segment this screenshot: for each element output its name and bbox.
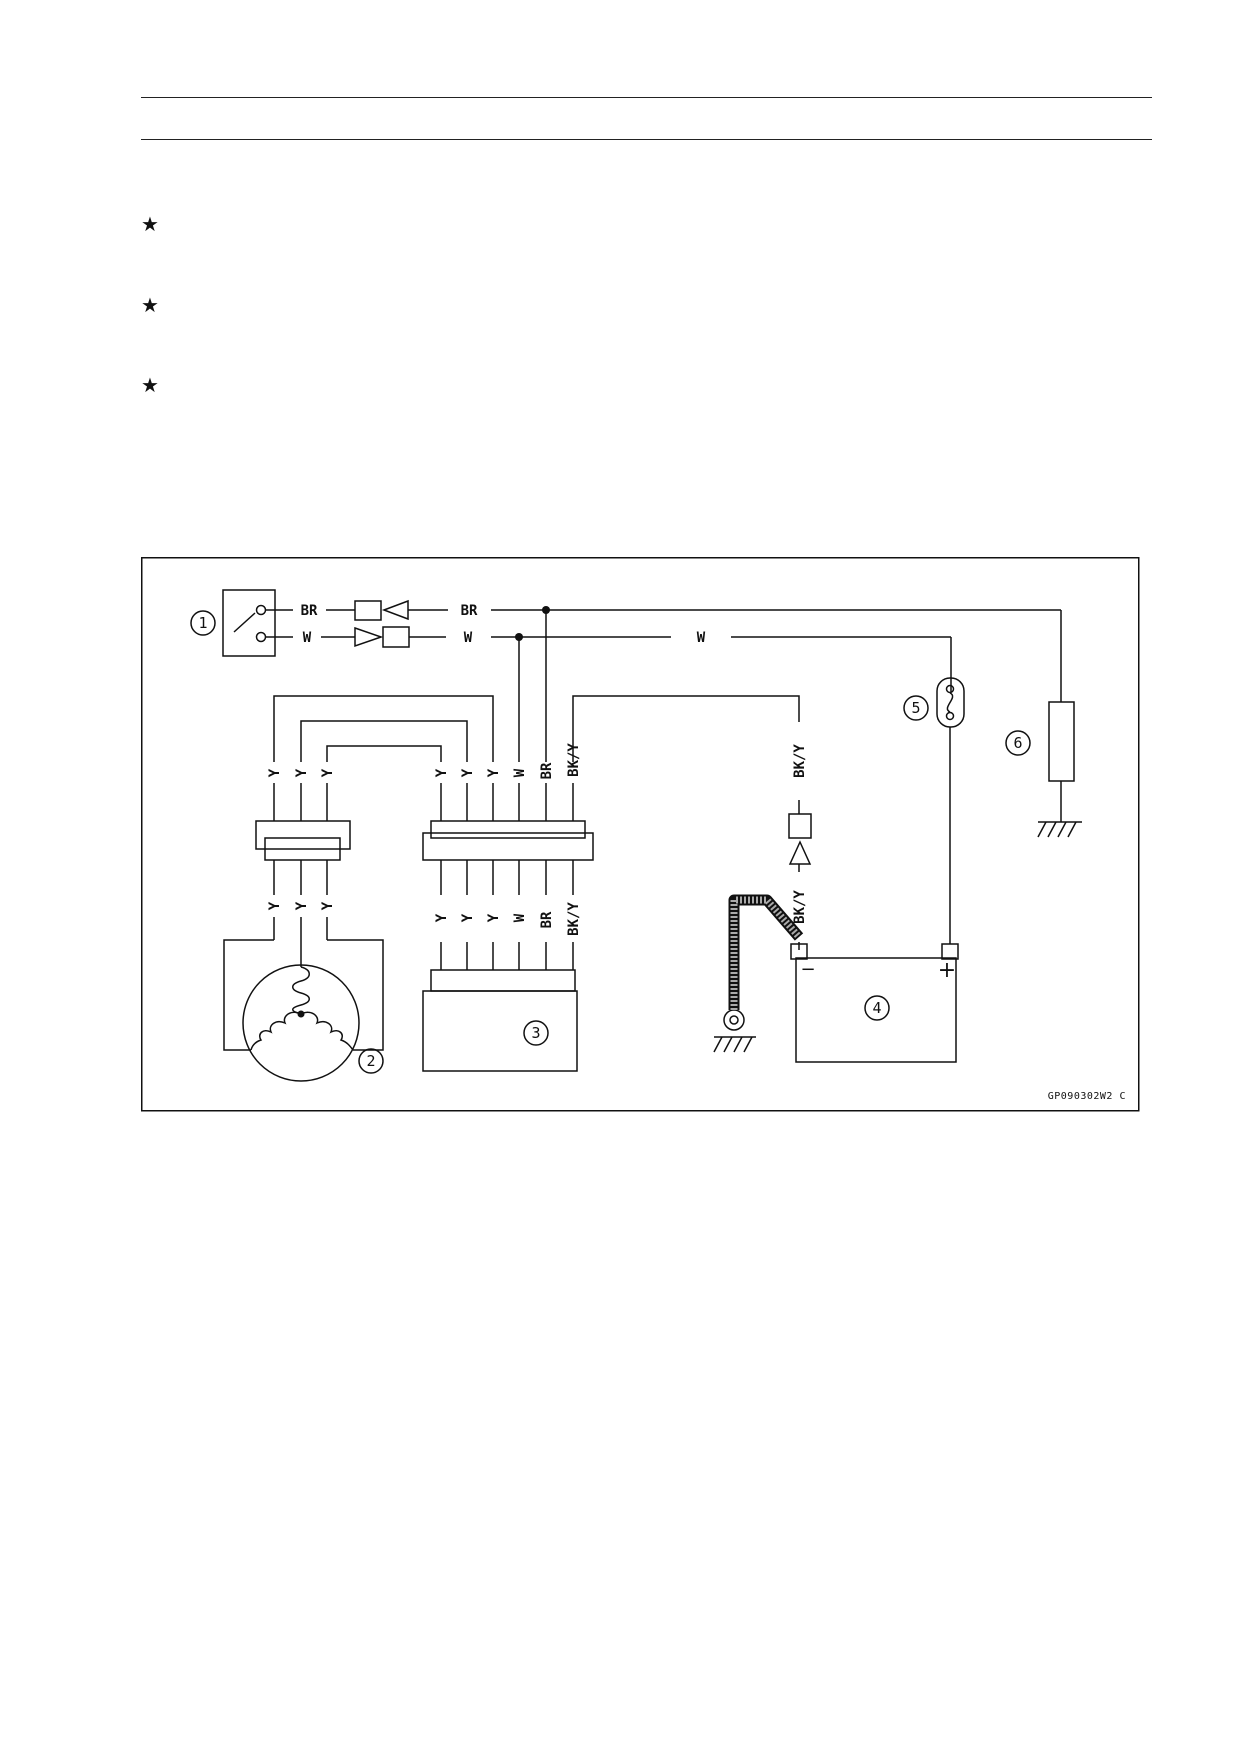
callout-1: 1 <box>198 614 207 632</box>
wire-label-y: Y <box>267 901 283 910</box>
regulator-connector-inner <box>422 832 594 861</box>
wire-label-w: W <box>464 630 473 646</box>
wire-label-bky: BK/Y <box>566 743 582 777</box>
star-icon: ★ <box>141 373 159 397</box>
ignition-switch <box>222 589 276 657</box>
connector-w-triangle <box>354 626 384 648</box>
junction-dot-w <box>515 633 523 641</box>
ground-symbol-load <box>1037 821 1082 838</box>
ground-symbol-frame <box>713 1009 756 1053</box>
wire-label-y: Y <box>294 768 310 777</box>
junction-dot-br <box>542 606 550 614</box>
alternator-stator <box>242 955 360 1082</box>
callout-6: 6 <box>1013 734 1022 752</box>
callout-2: 2 <box>366 1052 375 1070</box>
wire-label-y: Y <box>320 768 336 777</box>
junction-dot-stator <box>297 1010 305 1018</box>
wire-label-y: Y <box>434 768 450 777</box>
battery-plus-label: + <box>938 958 956 983</box>
regulator-rectifier-body <box>422 990 578 1072</box>
battery-minus-label: − <box>800 959 815 980</box>
wire-label-w: W <box>697 630 706 646</box>
callout-6-circle <box>1005 730 1031 756</box>
connector-br-triangle <box>381 599 409 621</box>
header-rule-top <box>141 97 1152 98</box>
load-resistor <box>1048 701 1075 782</box>
callout-5-circle <box>903 695 929 721</box>
regulator-rectifier-neck <box>430 969 576 992</box>
charging-system-wiring-diagram: 1 2 3 4 5 6 BR BR W W W Y Y Y Y Y Y Y Y … <box>141 557 1140 1112</box>
star-icon: ★ <box>141 212 159 236</box>
wire-label-bky: BK/Y <box>566 902 582 936</box>
callout-4-circle <box>864 995 890 1021</box>
stator-connector-inner <box>264 837 341 861</box>
wire-label-y: Y <box>294 901 310 910</box>
wire-label-y: Y <box>486 913 502 922</box>
wire-label-w: W <box>512 768 528 777</box>
stator-connector-outer <box>255 820 351 850</box>
wire-label-y: Y <box>320 901 336 910</box>
figure-code: GP090302W2 C <box>1048 1091 1126 1102</box>
battery-body <box>795 957 957 1063</box>
battery-positive-terminal <box>941 943 959 960</box>
wire-label-y: Y <box>460 913 476 922</box>
wire-label-w: W <box>512 913 528 922</box>
connector-w-box <box>382 626 410 648</box>
callout-3-circle <box>523 1020 549 1046</box>
connector-br-box <box>354 600 382 621</box>
wire-label-bky: BK/Y <box>792 890 808 924</box>
callout-5: 5 <box>911 699 920 717</box>
main-fuse <box>936 677 965 728</box>
wire-label-br: BR <box>461 603 478 619</box>
callout-3: 3 <box>531 1024 540 1042</box>
wire-label-y: Y <box>486 768 502 777</box>
wire-label-br: BR <box>301 603 318 619</box>
wire-label-bky: BK/Y <box>792 744 808 778</box>
battery-negative-terminal <box>790 943 808 960</box>
wire-label-y: Y <box>267 768 283 777</box>
connector-bky-box <box>788 813 812 839</box>
regulator-connector-outer <box>430 820 586 839</box>
battery-ground-strap <box>728 894 804 1010</box>
callout-1-circle <box>190 610 216 636</box>
connector-bky-triangle <box>788 840 812 865</box>
star-icon: ★ <box>141 293 159 317</box>
diagram-frame <box>141 557 1140 1112</box>
wire-label-br: BR <box>539 762 555 779</box>
callout-4: 4 <box>872 999 881 1017</box>
wire-label-y: Y <box>460 768 476 777</box>
wire-label-w: W <box>303 630 312 646</box>
header-rule-bottom <box>141 139 1152 140</box>
wire-label-y: Y <box>434 913 450 922</box>
wire-label-br: BR <box>539 911 555 928</box>
callout-2-circle <box>358 1048 384 1074</box>
